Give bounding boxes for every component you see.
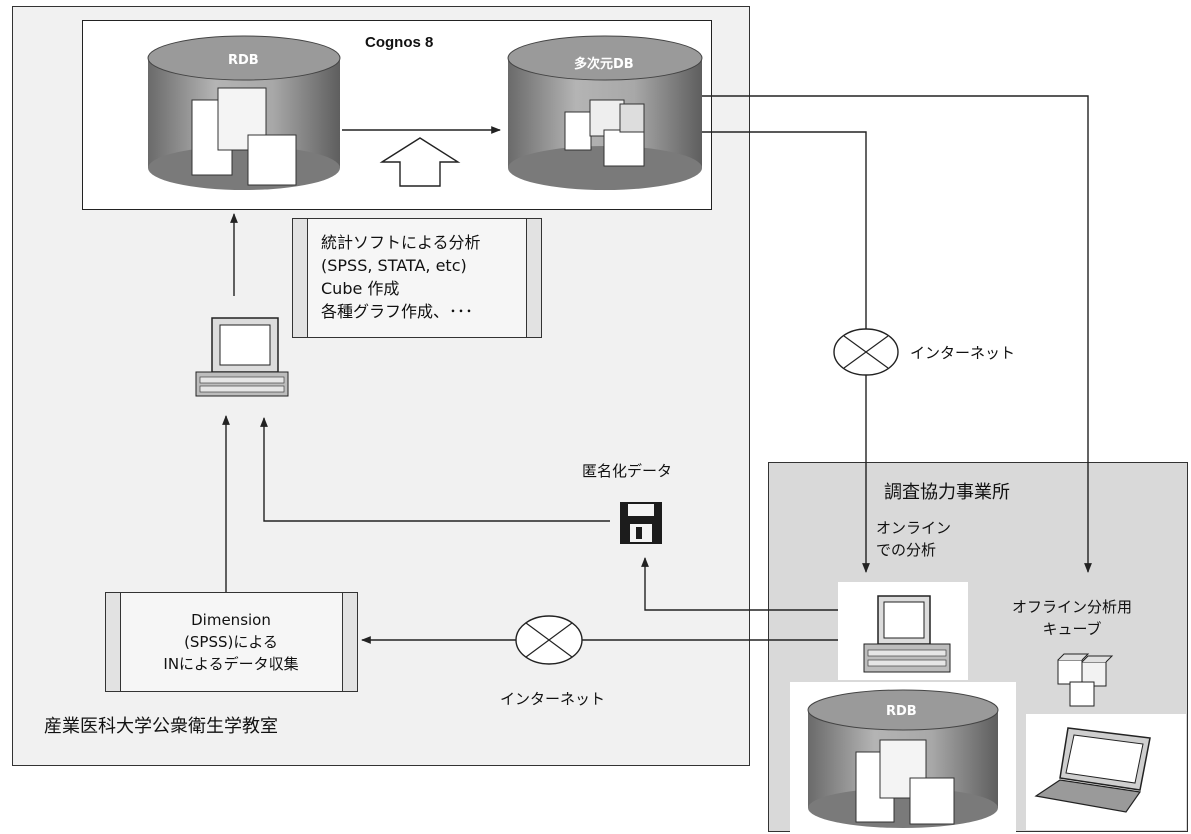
mddb-label: 多次元DB [574,53,634,72]
online-analysis-label: オンライン での分析 [876,517,951,561]
internet-label-right: インターネット [910,342,1015,363]
floppy-disk-icon [620,502,662,544]
rdb-label-cognos: RDB [228,53,259,68]
anon-data-to-pc-arrow [264,418,610,521]
internet-node-right-icon [834,329,898,375]
offline-cube-label: オフライン分析用 キューブ [1012,596,1132,640]
offline-line-2: キューブ [1012,618,1132,640]
block-up-arrow [382,138,458,186]
online-line-2: での分析 [876,539,951,561]
online-line-1: オンライン [876,517,951,539]
cognos-title: Cognos 8 [365,34,433,51]
anonymized-data-label: 匿名化データ [582,460,672,481]
site-to-anon-data-arrow [645,558,862,610]
site-title: 調査協力事業所 [884,478,1010,504]
university-label: 産業医科大学公衆衛生学教室 [44,712,278,738]
offline-line-1: オフライン分析用 [1012,596,1132,618]
internet-label-bottom: インターネット [500,688,605,709]
desktop-computer-icon [196,318,288,396]
internet-node-bottom-icon [516,616,582,664]
offline-cube-icon [1058,654,1112,706]
rdb-label-site: RDB [886,704,917,719]
